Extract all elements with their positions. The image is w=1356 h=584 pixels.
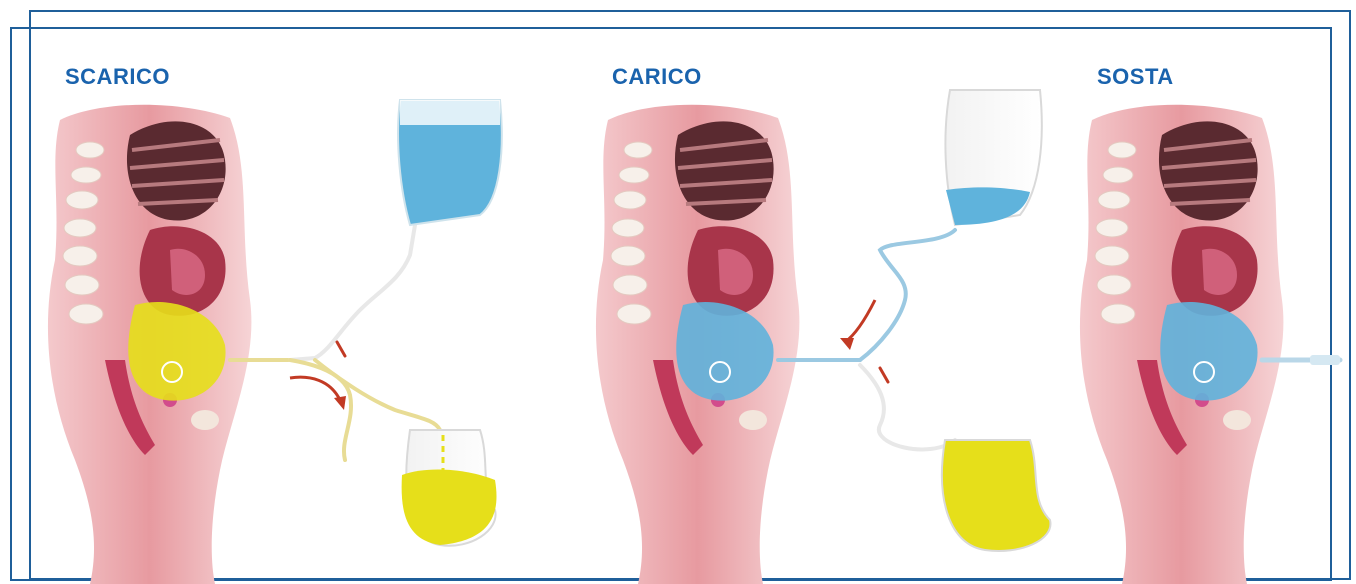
torso-sosta <box>1080 105 1283 584</box>
bag-drain-carico <box>942 440 1051 551</box>
bag-fresh-scarico <box>398 100 502 225</box>
flow-arrow-scarico <box>290 377 340 400</box>
bag-fresh-carico <box>945 90 1041 225</box>
torso-carico <box>596 105 799 584</box>
tubing-carico <box>778 230 955 449</box>
torso-scarico <box>48 105 251 584</box>
flow-arrow-carico <box>845 300 875 342</box>
bag-drain-scarico <box>402 430 497 546</box>
arrow-head-scarico <box>334 396 346 410</box>
arrow-head-carico <box>840 338 854 350</box>
tubing-scarico <box>230 225 440 460</box>
